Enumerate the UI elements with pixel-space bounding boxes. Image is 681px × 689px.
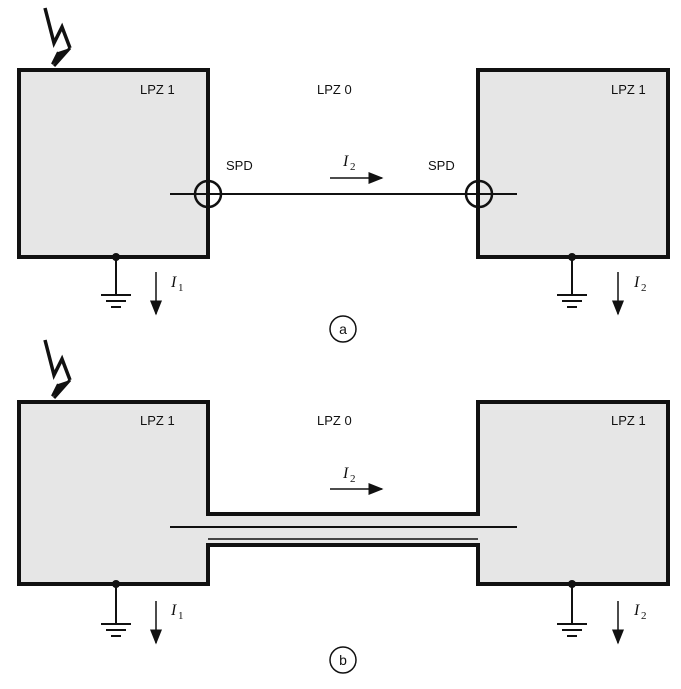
ground-left-icon bbox=[101, 253, 131, 308]
spd-right-symbol bbox=[464, 179, 494, 209]
panel-label-a: a bbox=[339, 321, 347, 337]
zone-label-outside: LPZ 0 bbox=[317, 82, 352, 97]
zone-label-left: LPZ 1 bbox=[140, 82, 175, 97]
right-current-symbol: I bbox=[633, 602, 640, 619]
lightning-icon bbox=[43, 7, 72, 67]
panel-label-circle-a bbox=[329, 315, 357, 343]
ground-left-icon bbox=[101, 580, 131, 637]
left-current-symbol: I bbox=[170, 274, 177, 291]
line-current-symbol: I bbox=[342, 465, 349, 482]
right-current-sub: 2 bbox=[641, 282, 647, 294]
shielded-enclosure bbox=[17, 400, 670, 586]
building-right bbox=[476, 68, 670, 259]
building-left bbox=[17, 68, 210, 259]
right-current-sub: 2 bbox=[641, 610, 647, 622]
zone-label-right: LPZ 1 bbox=[611, 82, 646, 97]
zone-label-outside: LPZ 0 bbox=[317, 413, 352, 428]
zone-label-right: LPZ 1 bbox=[611, 413, 646, 428]
line-current-symbol: I bbox=[342, 153, 349, 170]
spd-label-right: SPD bbox=[428, 158, 455, 173]
ground-right-icon bbox=[557, 580, 587, 637]
panel-label-b: b bbox=[339, 652, 347, 668]
diagram-b: LPZ 1 LPZ 1 LPZ 0 I 2 I 1 I 2 bbox=[17, 339, 670, 674]
left-current-sub: 1 bbox=[178, 282, 184, 294]
lightning-icon bbox=[43, 339, 72, 399]
right-current-symbol: I bbox=[633, 274, 640, 291]
panel-label-circle-b bbox=[329, 646, 357, 674]
spd-left-symbol bbox=[193, 179, 223, 209]
left-current-symbol: I bbox=[170, 602, 177, 619]
diagram-a: LPZ 1 LPZ 1 LPZ 0 SPD SPD I 2 bbox=[17, 7, 670, 343]
zone-label-left: LPZ 1 bbox=[140, 413, 175, 428]
ground-right-icon bbox=[557, 253, 587, 308]
spd-label-left: SPD bbox=[226, 158, 253, 173]
line-current-sub: 2 bbox=[350, 161, 356, 173]
left-current-sub: 1 bbox=[178, 610, 184, 622]
line-current-sub: 2 bbox=[350, 473, 356, 485]
